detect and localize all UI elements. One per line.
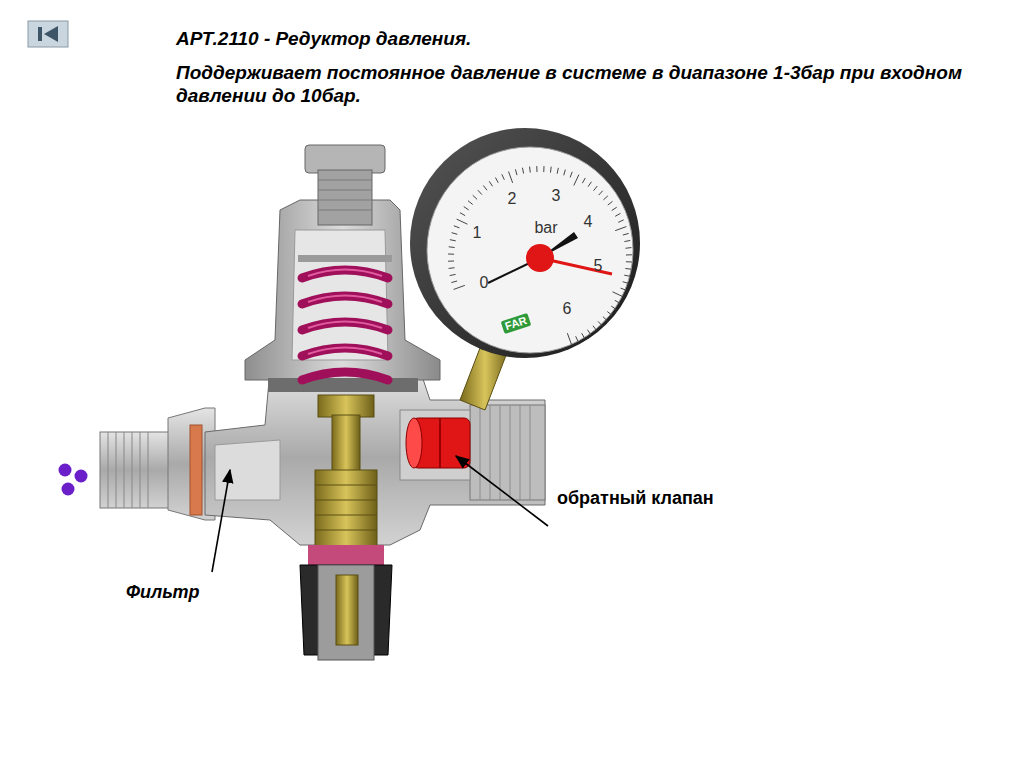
gauge-tick — [522, 168, 523, 174]
brass-stem — [308, 395, 384, 570]
gauge-tick — [450, 240, 456, 241]
part-label: обратный клапан — [557, 488, 714, 510]
gauge-tick — [613, 292, 624, 297]
gauge-tick — [460, 213, 465, 216]
gauge-number: 2 — [508, 189, 517, 208]
gauge-number: 4 — [584, 212, 593, 231]
gauge-tick — [489, 181, 492, 186]
gauge-tick — [543, 166, 544, 172]
gauge-tick — [618, 220, 623, 222]
back-button — [28, 21, 68, 47]
gauge-tick — [582, 178, 585, 183]
gauge-tick — [478, 190, 482, 194]
gauge-tick — [624, 275, 630, 276]
leader-line — [456, 456, 548, 526]
title: АРТ.2110 - Редуктор давления. — [176, 28, 471, 51]
gauge-tick — [450, 274, 456, 275]
gauge-number: 6 — [563, 299, 572, 318]
gauge-tick — [615, 213, 620, 216]
gauge-tick — [599, 191, 603, 195]
bonnet — [245, 145, 440, 392]
gauge-tick — [557, 168, 558, 174]
gauge-tick — [567, 333, 571, 344]
gauge-tick — [625, 247, 631, 249]
gauge-tick — [612, 207, 617, 210]
gauge-tick — [449, 267, 455, 269]
gauge-tick — [536, 166, 537, 172]
gauge-tick — [550, 167, 552, 173]
gauge-unit: bar — [534, 218, 557, 237]
gauge-tick — [454, 285, 465, 289]
gauge-tick — [529, 167, 531, 173]
gauge-tick — [593, 326, 597, 331]
gauge-tick — [603, 196, 607, 200]
bottom-cap — [300, 565, 392, 660]
gauge-tick — [464, 207, 469, 210]
gauge-tick — [502, 174, 504, 179]
gauge-tick — [454, 226, 460, 228]
gauge-tick — [570, 172, 572, 178]
gauge-tick — [626, 254, 632, 255]
gauge-tick — [564, 170, 566, 176]
gauge-tick — [468, 201, 473, 205]
spring-highlight — [308, 270, 382, 355]
subtitle: Поддерживает постоянное давление в систе… — [176, 62, 966, 108]
gauge-tick — [449, 246, 455, 248]
inlet-fitting — [100, 408, 215, 520]
gauge-tick — [603, 317, 607, 321]
gauge-tick — [452, 233, 458, 235]
flow-dots — [59, 464, 88, 496]
part-label: Фильтр — [126, 582, 200, 604]
gauge-tick — [473, 195, 477, 199]
gauge-tick — [615, 300, 620, 303]
gauge-tick — [448, 261, 454, 262]
spring — [302, 270, 388, 380]
gauge-tick — [509, 172, 513, 183]
gauge-tick — [625, 268, 631, 270]
gauge-number: 0 — [480, 273, 489, 292]
gauge-tick — [598, 321, 602, 325]
gauge-tick — [607, 312, 612, 316]
gauge-tick — [495, 178, 498, 183]
check-valve — [406, 418, 470, 468]
gauge-tick — [574, 175, 579, 186]
gauge-tick — [626, 261, 632, 262]
gauge-number: 3 — [552, 186, 561, 205]
gauge-tick — [582, 333, 585, 338]
gauge-tick — [588, 182, 591, 187]
gauge-tick — [594, 186, 598, 191]
gauge-number: 1 — [473, 223, 482, 242]
gauge-tick — [515, 169, 517, 175]
gauge-tick — [448, 253, 454, 254]
gauge-tick — [608, 201, 613, 205]
gauge-tick — [624, 240, 630, 241]
gauge-tick — [587, 330, 590, 335]
gauge-tick — [623, 282, 629, 284]
gauge-tick — [576, 336, 578, 341]
gauge-number: 5 — [594, 256, 603, 275]
leader-line — [212, 470, 230, 572]
gauge-tick — [483, 186, 487, 191]
pressure-gauge — [410, 128, 640, 358]
brand-logo: FAR — [501, 313, 532, 334]
gauge-tick — [457, 219, 468, 224]
gauge-tick — [623, 233, 629, 235]
gauge-tick — [451, 281, 457, 283]
gauge-tick — [621, 288, 627, 290]
gauge-tick — [615, 227, 626, 231]
gauge-tick — [611, 306, 616, 309]
